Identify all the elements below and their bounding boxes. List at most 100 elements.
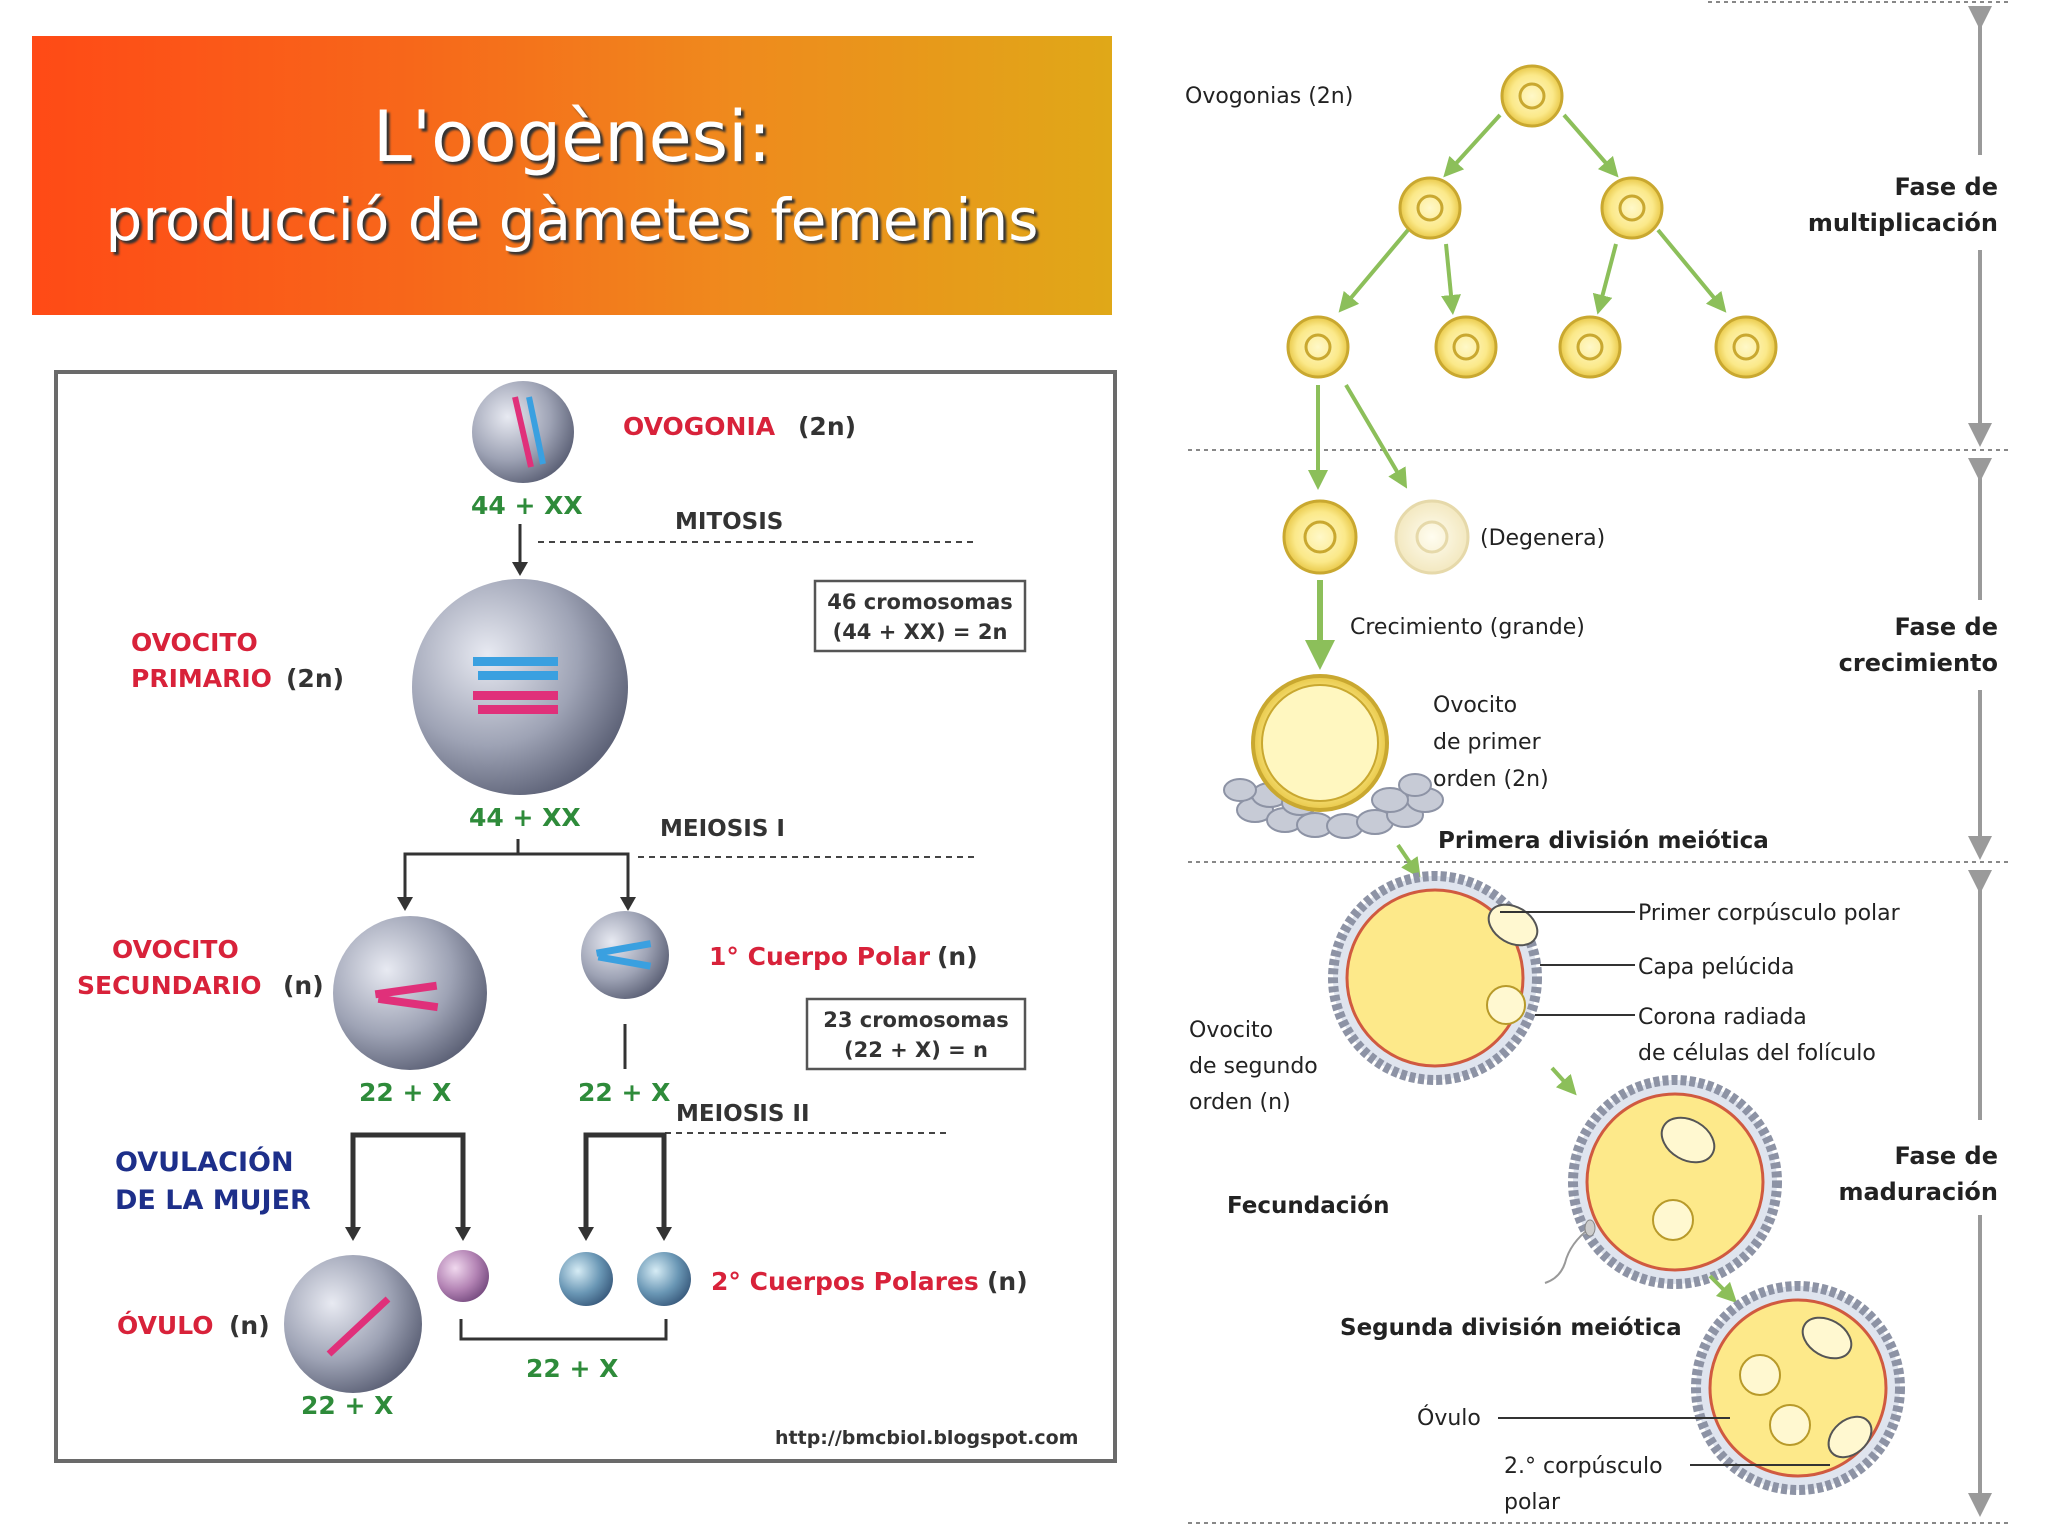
polar-body-2a: [437, 1250, 489, 1302]
cuerpos-polares-2-label: 2° Cuerpos Polares: [711, 1267, 979, 1296]
arrow-to-secondary: [1396, 843, 1421, 879]
ovocito-primario-label-1: OVOCITO: [131, 628, 258, 657]
meiosis-2-arrowhead-3: [578, 1227, 594, 1241]
ovulo-cell: [284, 1255, 422, 1393]
degenera-label: (Degenera): [1480, 526, 1605, 551]
primario-chromosomes-pink-2: [478, 705, 558, 714]
title-line-2: producció de gàmetes femenins: [105, 186, 1039, 254]
ovocito-segundo-2: de segundo: [1189, 1054, 1318, 1079]
ovocito-secundario-ploidy: (n): [283, 971, 324, 1000]
meiosis-2-arrowhead-2: [455, 1227, 471, 1241]
ovocito-primario-ploidy: (2n): [286, 664, 344, 693]
ovulo-right-label: Óvulo: [1417, 1405, 1481, 1431]
meiosis-1-arrowhead-right: [620, 897, 636, 911]
meiosis-1-fork: [403, 852, 630, 899]
secundario-chromosomes: [374, 981, 438, 999]
fertilized-oocyte: [1544, 1075, 1782, 1289]
growing-oocyte-nucleus: [1303, 520, 1337, 554]
cuerpo-polar-1-karyotype: 22 + X: [578, 1078, 670, 1107]
secondary-oocyte: [1328, 871, 1542, 1085]
ovulo-ploidy: (n): [229, 1311, 270, 1340]
fecundacion-label: Fecundación: [1227, 1193, 1389, 1219]
ovogonias-label: Ovogonias (2n): [1185, 84, 1353, 109]
ovocito-secundario-label-2: SECUNDARIO: [77, 971, 262, 1000]
growing-oocyte: [1282, 499, 1358, 575]
primera-division-label: Primera división meiótica: [1438, 828, 1769, 854]
ovocito-primer-2: de primer: [1433, 730, 1542, 755]
secundario-chromosomes-2: [377, 994, 439, 1012]
fase-crecimiento-2: crecimiento: [1839, 649, 1998, 677]
cuerpo-polar-1-cell: [581, 911, 669, 999]
ovogonia-ploidy: (2n): [798, 412, 856, 441]
cuerpo-polar-1-label: 1° Cuerpo Polar: [709, 942, 931, 971]
polar-1-chromosomes-2: [597, 953, 652, 970]
segundo-corpusculo-2: polar: [1504, 1490, 1561, 1515]
meiosis-2-arrowhead-4: [656, 1227, 672, 1241]
primario-chromosomes-blue-2: [478, 671, 558, 680]
meiosis-2-fork-right: [583, 1132, 667, 1229]
chromosome-box-23: [805, 997, 1027, 1071]
left-oogenesis-diagram: OVOGONIA (2n) 44 + XX MITOSIS 46 cromoso…: [54, 370, 1117, 1463]
title-banner: L'oogènesi: producció de gàmetes femenin…: [32, 36, 1112, 315]
capa-pelucida-label: Capa pelúcida: [1638, 955, 1795, 980]
primario-chromosomes-blue: [473, 657, 558, 666]
cuerpo-polar-1-ploidy: (n): [937, 942, 978, 971]
arrow-to-fertilized: [1550, 1066, 1577, 1096]
primario-chromosomes-pink: [473, 691, 558, 700]
segundo-corpusculo-1: 2.° corpúsculo: [1504, 1454, 1663, 1479]
corona-radiada-1: Corona radiada: [1638, 1005, 1807, 1030]
primer-corpusculo-label: Primer corpúsculo polar: [1638, 901, 1901, 926]
ovocito-primer-1: Ovocito: [1433, 693, 1517, 718]
polar-1-chromosomes: [595, 940, 652, 957]
arrow-to-ovule: [1708, 1274, 1738, 1304]
ovocito-segundo-1: Ovocito: [1189, 1018, 1273, 1043]
ovogonia-karyotype: 44 + XX: [471, 491, 583, 520]
polar-body-2c: [637, 1252, 691, 1306]
corona-radiada-2: de células del folículo: [1638, 1041, 1876, 1066]
box2-line1: 23 cromosomas: [823, 1008, 1009, 1032]
crecimiento-label: Crecimiento (grande): [1350, 615, 1585, 640]
tree-arrows: [1308, 113, 1727, 490]
source-url: http://bmcbiol.blogspot.com: [775, 1427, 1078, 1449]
mature-ovule: [1691, 1281, 1905, 1495]
ovocito-segundo-3: orden (n): [1189, 1090, 1291, 1115]
box2-line2: (22 + X) = n: [844, 1038, 988, 1062]
cuerpos-polares-2-karyotype: 22 + X: [526, 1354, 618, 1383]
mitosis-label: MITOSIS: [675, 509, 783, 535]
ovulo-karyotype: 22 + X: [301, 1391, 393, 1420]
primary-oocyte-inner: [1261, 684, 1379, 802]
meiosis-1-arrowhead-left: [397, 897, 413, 911]
ovocito-primario-label-2: PRIMARIO: [131, 664, 272, 693]
mitosis-arrowhead: [512, 562, 528, 576]
meiosis-2-label: MEIOSIS II: [676, 1101, 810, 1127]
ovocito-secundario-karyotype: 22 + X: [359, 1078, 451, 1107]
ovocito-primario-karyotype: 44 + XX: [469, 803, 581, 832]
ovocito-primer-3: orden (2n): [1433, 767, 1549, 792]
fase-multiplicacion-2: multiplicación: [1808, 209, 1998, 237]
ovogonia-chromosome-pink: [512, 396, 534, 468]
degenerating-cell: [1394, 499, 1470, 575]
ovulo-chromosome: [326, 1296, 391, 1357]
ovogonia-label: OVOGONIA: [623, 412, 776, 441]
title-line-1: L'oogènesi:: [372, 96, 772, 178]
meiosis-2-fork-left: [350, 1132, 466, 1229]
box1-line1: 46 cromosomas: [827, 590, 1013, 614]
fase-maduracion-2: maduración: [1838, 1178, 1998, 1206]
ovogonia-tree: [1286, 64, 1778, 379]
ovocito-primario-cell: [412, 579, 628, 795]
fase-crecimiento-1: Fase de: [1894, 613, 1998, 641]
right-oogenesis-diagram: Fase de multiplicación Fase de crecimien…: [1185, 1, 2008, 1524]
ovulo-label: ÓVULO: [117, 1310, 214, 1340]
fase-maduracion-1: Fase de: [1894, 1142, 1998, 1170]
chromosome-box-46: [813, 579, 1027, 653]
ovulacion-label-1: OVULACIÓN: [115, 1146, 294, 1178]
meiosis-2-arrowhead-1: [345, 1227, 361, 1241]
fase-multiplicacion-1: Fase de: [1894, 173, 1998, 201]
cuerpos-polares-2-ploidy: (n): [987, 1267, 1028, 1296]
ovulacion-label-2: DE LA MUJER: [115, 1185, 311, 1216]
degenerating-cell-nucleus: [1415, 520, 1449, 554]
polar-bodies-bracket: [459, 1319, 668, 1341]
box1-line2: (44 + XX) = 2n: [833, 620, 1008, 644]
ovocito-secundario-label-1: OVOCITO: [112, 935, 239, 964]
polar-body-2b: [559, 1252, 613, 1306]
